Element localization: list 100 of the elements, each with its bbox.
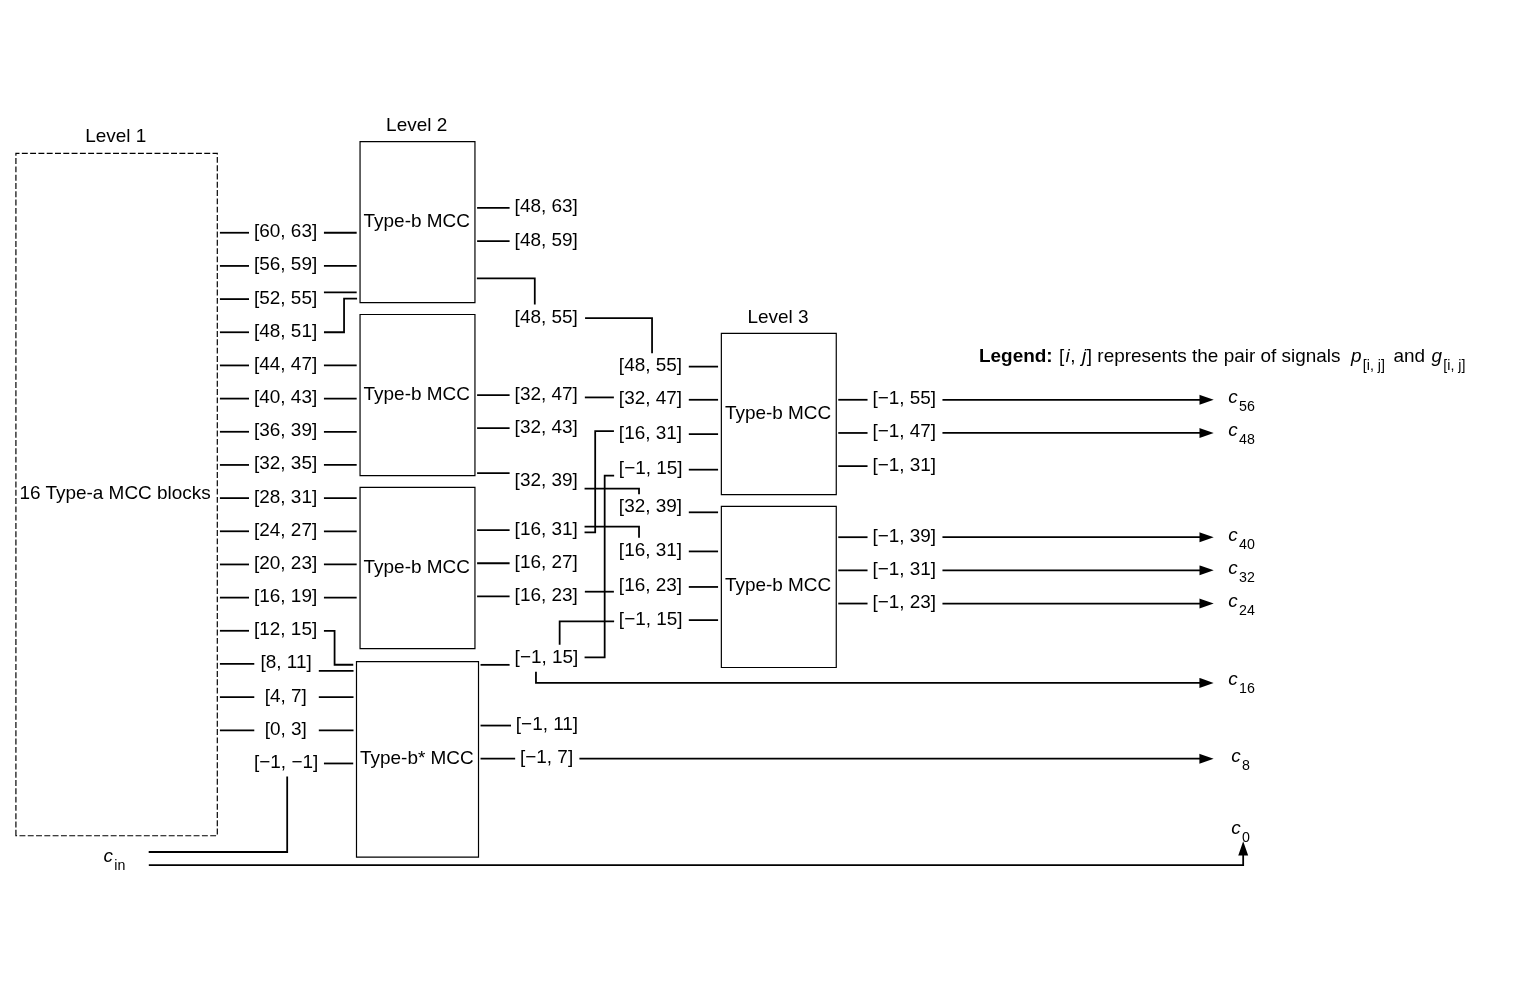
node-text: [48, 55] — [514, 305, 578, 327]
connector — [583, 396, 615, 398]
node-text: [−1, 55] — [872, 386, 937, 408]
node-text: [28, 31] — [254, 485, 318, 507]
node-text: c$_{48}$ — [1228, 418, 1255, 447]
arrow — [147, 840, 1249, 866]
node-text: [48, 55] — [618, 353, 683, 375]
connector — [323, 529, 358, 532]
connector — [317, 669, 355, 672]
arrow — [535, 670, 1214, 688]
connector — [219, 629, 250, 632]
connector — [479, 663, 511, 666]
connector — [219, 496, 250, 499]
arrow — [941, 564, 1214, 575]
node-text: c$_{16}$ — [1228, 667, 1255, 696]
node-text: [−1, 7] — [519, 745, 574, 767]
node-text: c$_{32}$ — [1228, 556, 1255, 585]
node-text: [32, 47] — [618, 386, 683, 408]
arrow — [941, 427, 1214, 438]
node-text: [32, 39] — [514, 468, 578, 490]
connector — [323, 297, 358, 333]
node-text: [48, 51] — [254, 319, 318, 341]
node-text: [12, 15] — [254, 617, 318, 639]
node-text: [40, 43] — [254, 385, 318, 407]
node-text: [16, 31] — [514, 517, 578, 539]
node-box: Type-b MCC — [720, 505, 837, 668]
node-text: c$_{56}$ — [1228, 385, 1255, 414]
node-text: [−1, 39] — [872, 524, 937, 546]
node-text: [56, 59] — [254, 252, 318, 274]
connector — [219, 662, 256, 665]
connector — [476, 239, 511, 242]
node-text: [32, 35] — [254, 451, 318, 473]
connector — [323, 463, 358, 466]
node-text: [−1, 47] — [872, 419, 937, 441]
connector — [476, 276, 536, 305]
connector — [323, 762, 355, 764]
node-text: [16, 19] — [254, 584, 318, 606]
node-text: [−1, 23] — [872, 590, 937, 612]
connector — [317, 695, 355, 698]
node-text: [24, 27] — [254, 518, 318, 540]
connector — [323, 397, 358, 399]
node-box: Type-b MCC — [359, 140, 476, 303]
connector — [476, 528, 511, 531]
connector — [323, 563, 358, 565]
connector — [837, 464, 869, 467]
connector — [476, 206, 511, 209]
node-box: Type-b MCC — [359, 313, 476, 476]
connector — [583, 590, 615, 593]
connector — [583, 474, 615, 658]
node-text: c$_{0}$ — [1231, 816, 1250, 845]
connector — [219, 364, 250, 366]
node-text: c$_{24}$ — [1228, 589, 1255, 618]
connector — [219, 330, 250, 333]
label: Legend: [i, j] represents the pair of signals p$_{[i, j]}$ and g$_{[i, j]}$ — [979, 344, 1466, 373]
node-text: [52, 55] — [254, 286, 318, 308]
connector — [323, 596, 358, 598]
connector — [323, 364, 358, 366]
node-text: [−1, −1] — [254, 750, 319, 772]
connector — [837, 398, 869, 401]
node-text: [48, 59] — [514, 228, 578, 250]
node-label: Level 3 — [747, 305, 809, 327]
node-text: [32, 47] — [514, 382, 578, 404]
node-text: [−1, 31] — [872, 557, 937, 579]
node-box: Type-b* MCC — [355, 660, 480, 858]
connector — [323, 231, 358, 234]
node-text: [16, 27] — [514, 550, 578, 572]
node-text: [−1, 11] — [515, 712, 579, 734]
connector — [687, 398, 719, 401]
connector — [219, 397, 250, 399]
node-text: c$_{40}$ — [1228, 523, 1255, 552]
node-text: [4, 7] — [264, 684, 307, 706]
connector — [219, 430, 250, 433]
connector — [687, 365, 719, 367]
connector — [476, 561, 511, 564]
node-text: [8, 11] — [260, 650, 312, 672]
connector — [219, 463, 250, 466]
connector — [583, 487, 640, 495]
connector — [323, 629, 355, 666]
node-text: [32, 39] — [618, 494, 683, 516]
connector — [219, 529, 250, 532]
node-text: [−1, 15] — [618, 607, 683, 629]
connector — [687, 468, 719, 471]
connector — [219, 695, 256, 698]
connector — [219, 563, 250, 565]
connector — [476, 393, 511, 396]
arrow — [578, 753, 1214, 764]
node-box: Type-b MCC — [359, 486, 476, 649]
arrow — [941, 394, 1214, 405]
node-label: Level 2 — [386, 113, 448, 135]
connector — [837, 535, 869, 538]
node-text: [48, 63] — [514, 194, 578, 216]
connector — [219, 728, 256, 731]
node-text: [32, 43] — [514, 415, 578, 437]
connector — [219, 297, 250, 300]
node-box: Type-b MCC — [720, 332, 837, 495]
connector — [837, 602, 869, 604]
connector — [323, 291, 358, 293]
connector — [558, 619, 615, 646]
node-text: [0, 3] — [264, 717, 307, 739]
node-text: c$_{in}$ — [103, 844, 126, 873]
